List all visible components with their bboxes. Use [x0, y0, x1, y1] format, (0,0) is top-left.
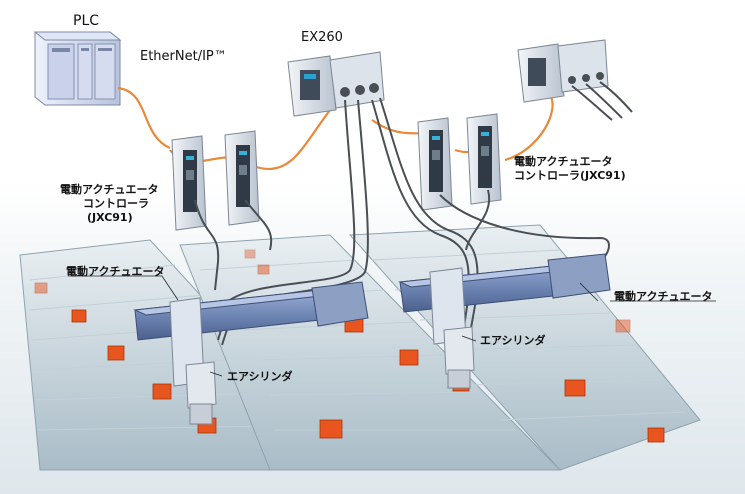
air-cylinder-right-label: エアシリンダ [480, 334, 546, 347]
controller-3 [417, 117, 453, 211]
ethernet-ip-label: EtherNet/IP™ [140, 49, 227, 64]
actuator-right-label: 電動アクチュエータ [614, 290, 713, 303]
electric-actuator-right [398, 253, 611, 389]
controller-right-line2: コントローラ(JXC91) [514, 169, 626, 182]
controller-2 [224, 130, 260, 226]
electric-actuator-left [133, 281, 369, 425]
controller-1 [171, 135, 207, 231]
ex260-manifold [287, 51, 385, 117]
controller-right-line1: 電動アクチュエータ [514, 155, 613, 168]
controller-left-line2: コントローラ [83, 197, 149, 210]
plc-label: PLC [73, 13, 100, 29]
controller-4 [466, 113, 502, 205]
ex260-label: EX260 [301, 30, 343, 45]
air-cylinder-left-label: エアシリンダ [227, 370, 293, 383]
actuator-left-label: 電動アクチュエータ [66, 265, 165, 278]
valve-manifold-right [517, 39, 609, 103]
controller-left-line3: (JXC91) [87, 211, 133, 224]
controller-left-line1: 電動アクチュエータ [60, 183, 159, 196]
plc-unit [33, 31, 122, 106]
leader-lines [68, 275, 716, 377]
